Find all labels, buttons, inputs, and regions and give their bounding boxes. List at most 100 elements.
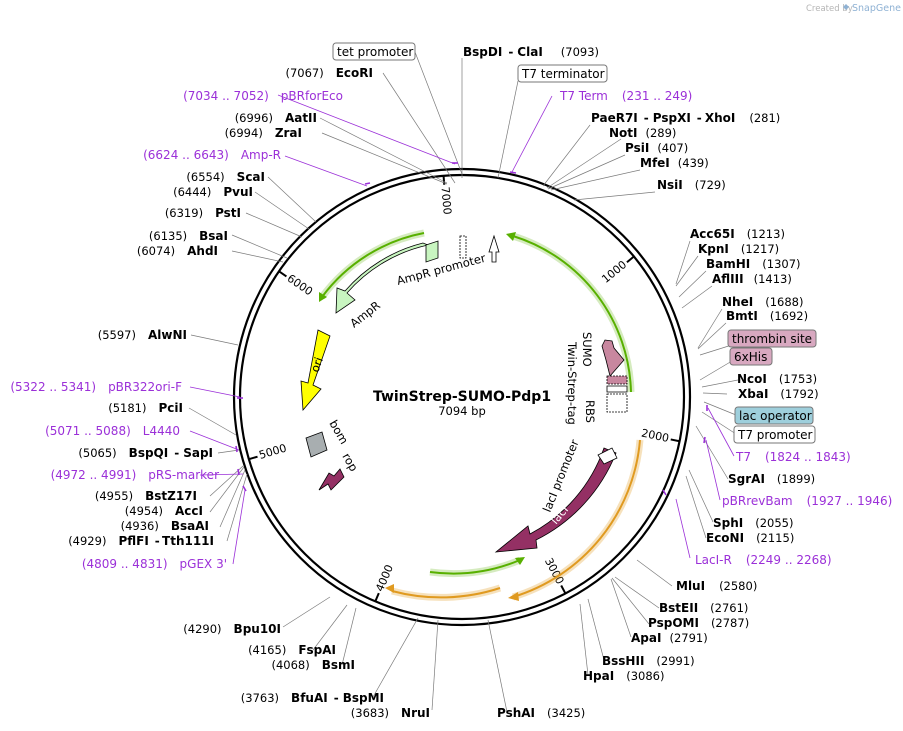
site-alwni: (5597)AlwNI — [98, 328, 187, 342]
site-afliii: AflIII(1413) — [712, 272, 792, 286]
box-label-lac-operator: lac operator — [739, 409, 812, 423]
site-bsteii: BstEII(2761) — [659, 601, 748, 615]
site-zrai: (6994)ZraI — [225, 126, 302, 140]
site-nsii: NsiI(729) — [657, 178, 726, 192]
site-bamhi: BamHI(1307) — [706, 257, 801, 271]
tick-label-2000: 2000 — [640, 427, 670, 445]
site-sgrai: SgrAI(1899) — [728, 472, 815, 486]
box-lac-operator — [734, 406, 814, 425]
site-bsaai: (4936)BsaAI — [121, 519, 209, 533]
primer-t7: T7(1824 .. 1843) — [735, 450, 851, 464]
primer-t7-term: T7 Term(231 .. 249) — [559, 89, 692, 103]
created-by-label: Created by — [806, 4, 853, 14]
box-6xhis — [729, 347, 773, 366]
feature-his-lac-stack — [606, 393, 628, 413]
primer-pbrforeco: (7034 .. 7052)pBRforEco — [183, 89, 343, 103]
orf-arc-rop-arrowhead — [515, 557, 525, 565]
site-bmti: BmtI(1692) — [726, 309, 808, 323]
site-mfei: MfeI(439) — [640, 156, 709, 170]
box-label-t7-promoter: T7 promoter — [737, 428, 813, 442]
snapgene-label: SnapGene — [852, 3, 901, 14]
feature-twin-strep-tag — [606, 375, 628, 385]
site-acci: (4954)AccI — [125, 504, 203, 518]
feature-label-bom: bom — [326, 418, 351, 447]
box-thrombin-site — [727, 329, 817, 348]
site-apai: ApaI(2791) — [631, 631, 708, 645]
site-acc65i: Acc65I(1213) — [690, 227, 785, 241]
feature-ampr-start — [425, 240, 439, 263]
site-hpai: HpaI(3086) — [583, 669, 664, 683]
site-bstz17i: (4955)BstZ17I — [95, 489, 197, 503]
site-mlui: MluI(2580) — [676, 579, 757, 593]
site-noti: NotI(289) — [609, 126, 676, 140]
tick-label-5000: 5000 — [257, 442, 288, 462]
feature-label-ori: ori — [308, 355, 326, 374]
site-bsshii: BssHII(2991) — [602, 654, 695, 668]
site-bspqi-sapi: (5065)BspQI-SapI — [78, 446, 213, 460]
site-pspomi: PspOMI(2787) — [648, 616, 749, 630]
site-bfuai-bspmi: (3763)BfuAI-BspMI — [241, 691, 384, 705]
feature-label-sumo: SUMO — [580, 332, 594, 367]
site-labels-left: (3683)NruI (3763)BfuAI-BspMI (4068)BsmI … — [68, 66, 430, 720]
tick-mark-1000 — [626, 255, 635, 263]
primer-leader-lines — [189, 94, 735, 565]
site-pflfi-tth111i: (4929)PflFI-Tth111I — [68, 534, 214, 548]
primer-labels: T7 Term(231 .. 249) T7(1824 .. 1843) pBR… — [10, 89, 892, 571]
tick-mark-7000 — [442, 175, 446, 185]
box-tet-promoter — [332, 42, 416, 61]
tick-mark-2000 — [670, 438, 680, 443]
orf-arc-ampr — [321, 232, 425, 298]
plasmid-size: 7094 bp — [438, 404, 486, 418]
feature-label-ampr-promoter: AmpR promoter — [395, 251, 487, 288]
site-psti: (6319)PstI — [165, 206, 241, 220]
tick-mark-5000 — [248, 455, 258, 461]
box-t7-promoter — [733, 425, 816, 444]
feature-ampr-promoter-arrow — [488, 234, 500, 263]
tick-mark-3000 — [560, 585, 567, 594]
site-paer7i-pspxi-xhoi: PaeR7I-PspXI-XhoI(281) — [591, 111, 780, 125]
feature-label-rbs: RBS — [583, 400, 597, 423]
site-bpu10i: (4290)Bpu10I — [183, 622, 281, 636]
feature-label-twin-strep-tag: Twin-Strep-tag — [565, 341, 579, 425]
box-label-tet-promoter: tet promoter — [337, 45, 413, 59]
orf-arc-sumo — [512, 235, 632, 393]
feature-tet-promoter — [459, 235, 467, 259]
feature-rop-arrow — [318, 468, 345, 491]
site-pshai: PshAI(3425) — [497, 706, 585, 720]
site-scai: (6554)ScaI — [186, 170, 265, 184]
feature-ampr-arrow — [335, 242, 430, 314]
leader-lines — [188, 51, 739, 713]
orf-arcs — [319, 229, 644, 601]
site-xbai: XbaI(1792) — [738, 387, 819, 401]
feature-label-ampr: AmpR — [347, 298, 383, 330]
site-fspai: (4165)FspAI — [248, 643, 336, 657]
tick-mark-4000 — [374, 592, 380, 602]
site-ecori: (7067)EcoRI — [285, 66, 373, 80]
primer-pbrrevbam: pBRrevBam(1927 .. 1946) — [722, 494, 892, 508]
feature-ori-arrow — [300, 329, 331, 412]
orf-arc-4000 — [391, 587, 501, 599]
feature-bom — [305, 431, 328, 458]
tick-mark-6000 — [278, 270, 287, 278]
site-ncoi: NcoI(1753) — [737, 372, 817, 386]
site-aatii: (6996)AatII — [235, 111, 317, 125]
primer-prs-marker: (4972 .. 4991)pRS-marker — [51, 468, 219, 482]
orf-arc-rop — [429, 559, 521, 575]
boxed-labels: tet promoter T7 terminator thrombin site… — [332, 42, 817, 444]
box-label-t7-terminator: T7 terminator — [521, 67, 605, 81]
site-kpni: KpnI(1217) — [698, 242, 779, 256]
orf-arc-4000-arrowhead — [385, 584, 394, 593]
site-sphi: SphI(2055) — [713, 516, 794, 530]
primer-marks — [235, 162, 708, 496]
primer-pgex-3: (4809 .. 4831)pGEX 3' — [82, 557, 227, 571]
orf-arc-laci-halo — [511, 439, 644, 601]
site-pvui: (6444)PvuI — [173, 185, 253, 199]
site-nhei: NheI(1688) — [722, 295, 803, 309]
primer-l4440: (5071 .. 5088)L4440 — [45, 424, 180, 438]
orf-arc-laci — [512, 439, 641, 598]
feature-laci-promoter — [597, 447, 618, 465]
feature-label-rop: rop — [339, 451, 361, 474]
orf-arc-sumo-arrowhead — [506, 232, 516, 241]
tick-label-1000: 1000 — [599, 258, 629, 286]
